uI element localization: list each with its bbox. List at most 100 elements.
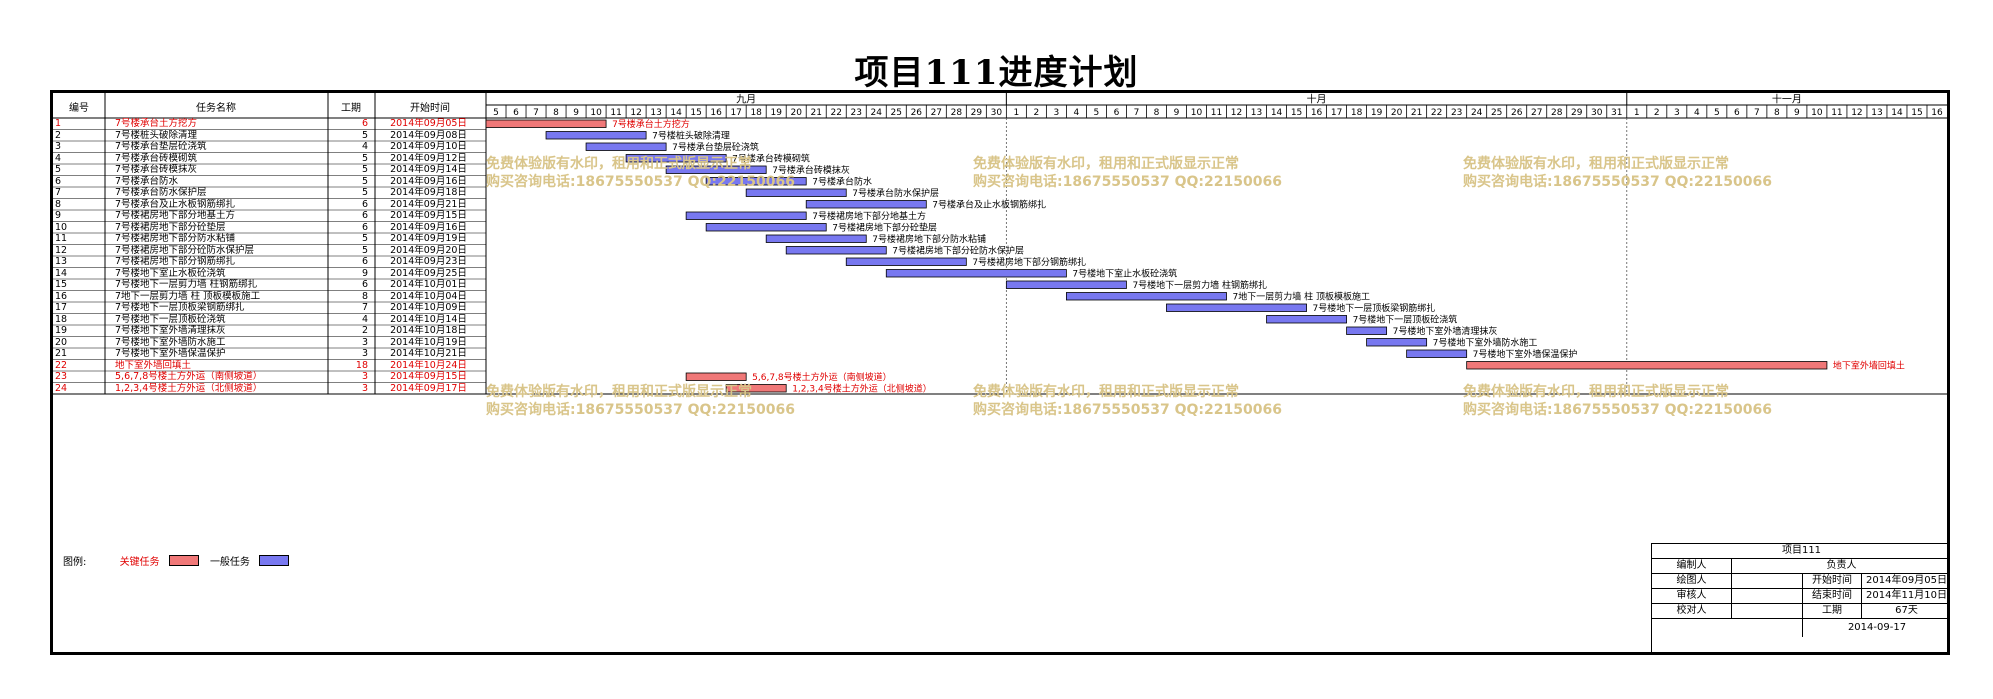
watermark-line1: 免费体验版有水印，租用和正式版显示正常 — [486, 156, 752, 172]
task-bar-label: 5,6,7,8号楼土方外运（南侧坡道） — [752, 371, 892, 383]
task-bar-label: 7号楼裙房地下部分防水粘铺 — [872, 233, 986, 245]
info-owner: 负责人 — [1826, 560, 1857, 571]
watermark-line2: 购买咨询电话:18675550537 QQ:22150066 — [1463, 174, 1772, 190]
day-label: 8 — [1154, 108, 1160, 118]
task-bar-label: 1,2,3,4号楼土方外运（北侧坡道） — [792, 383, 932, 395]
task-duration: 4 — [361, 141, 368, 152]
task-bar-label: 7号楼裙房地下部分钢筋绑扎 — [972, 256, 1086, 268]
day-label: 8 — [553, 108, 559, 118]
day-label: 15 — [1291, 108, 1302, 118]
task-bar — [1366, 338, 1428, 347]
day-label: 9 — [1174, 108, 1180, 118]
info-start-label: 开始时间 — [1802, 574, 1862, 589]
task-bar — [705, 177, 807, 186]
task-start: 2014年09月18日 — [390, 187, 467, 198]
day-label: 4 — [1694, 108, 1700, 118]
task-id: 12 — [55, 244, 68, 256]
day-label: 29 — [1571, 108, 1583, 118]
day-label: 27 — [931, 108, 942, 118]
legend-label: 图例: — [63, 557, 87, 568]
task-duration: 5 — [361, 233, 368, 244]
task-start: 2014年09月12日 — [390, 152, 467, 164]
task-id: 6 — [55, 175, 62, 187]
task-name: 7号楼地下一层顶板梁钢筋绑扎 — [115, 302, 245, 313]
day-label: 31 — [1611, 108, 1622, 118]
task-bar-label: 7号楼承台砖模砌筑 — [732, 153, 810, 165]
task-start: 2014年10月19日 — [390, 336, 467, 348]
day-label: 11 — [1211, 108, 1222, 118]
task-id: 17 — [55, 302, 68, 313]
legend-normal-label: 一般任务 — [209, 557, 250, 568]
info-date: 2014-09-17 — [1802, 619, 1947, 637]
task-duration: 5 — [361, 129, 368, 141]
task-bar-label: 7号楼地下一层顶板梁钢筋绑扎 — [1313, 302, 1436, 314]
task-id: 16 — [55, 290, 68, 302]
task-bar — [625, 154, 727, 163]
task-bar-label: 7号楼裙房地下部分砼防水保护层 — [892, 245, 1024, 257]
info-start-value: 2014年09月05日 — [1866, 575, 1947, 586]
task-start: 2014年09月15日 — [390, 210, 467, 221]
day-label: 9 — [573, 108, 579, 118]
task-bar — [705, 223, 827, 232]
task-bar — [1406, 349, 1468, 358]
watermark-text: 免费体验版有水印，租用和正式版显示正常购买咨询电话:18675550537 QQ… — [486, 383, 795, 419]
task-name: 7号楼地下室止水板砼浇筑 — [115, 267, 226, 279]
day-label: 15 — [690, 108, 701, 118]
info-editor: 编制人 — [1652, 559, 1732, 574]
task-duration: 5 — [361, 164, 368, 175]
task-duration: 3 — [361, 371, 368, 382]
task-id: 2 — [55, 129, 62, 141]
day-label: 12 — [1231, 108, 1242, 118]
task-name: 7号楼地下室外墙保温保护 — [115, 348, 226, 359]
task-id: 15 — [55, 279, 68, 290]
day-label: 23 — [1451, 108, 1462, 118]
task-id: 19 — [55, 325, 68, 336]
task-duration: 18 — [355, 359, 368, 371]
task-name: 7号楼承台砖模抹灰 — [115, 164, 198, 175]
day-label: 14 — [670, 108, 682, 118]
task-start: 2014年09月16日 — [390, 221, 467, 233]
task-start: 2014年09月08日 — [390, 129, 467, 141]
info-drawer: 绘图人 — [1652, 574, 1732, 589]
day-label: 28 — [1551, 108, 1563, 118]
day-label: 10 — [1811, 108, 1823, 118]
task-duration: 3 — [361, 336, 368, 348]
task-bar-label: 7号楼地下一层剪力墙 柱钢筋绑扎 — [1132, 279, 1267, 291]
watermark-text: 免费体验版有水印，租用和正式版显示正常购买咨询电话:18675550537 QQ… — [486, 155, 795, 191]
task-name: 7号楼承台土方挖方 — [115, 118, 198, 129]
day-label: 18 — [750, 108, 762, 118]
task-bar-label: 7号楼承台垫层砼浇筑 — [672, 141, 759, 153]
day-label: 6 — [1114, 108, 1120, 118]
day-label: 20 — [1391, 108, 1403, 118]
page-title: 项目111进度计划 — [854, 53, 1139, 93]
task-duration: 3 — [361, 348, 368, 359]
task-bar — [725, 384, 787, 393]
task-bar-label: 7号楼地下室外墙防水施工 — [1433, 337, 1538, 349]
task-bar — [585, 142, 667, 151]
task-name: 7号楼地下室外墙防水施工 — [115, 336, 226, 348]
day-label: 6 — [513, 108, 519, 118]
task-bar — [1266, 315, 1347, 324]
task-bar-label: 7地下一层剪力墙 柱 顶板模板施工 — [1233, 291, 1370, 303]
day-label: 15 — [1911, 108, 1922, 118]
info-project: 项目111 — [1781, 545, 1822, 556]
legend-critical-label: 关键任务 — [119, 557, 160, 568]
task-name: 7号楼承台及止水板钢筋绑扎 — [115, 198, 236, 210]
day-label: 30 — [1591, 108, 1603, 118]
day-label: 22 — [1431, 108, 1442, 118]
day-label: 11 — [610, 108, 621, 118]
day-label: 3 — [1054, 108, 1060, 118]
task-bar — [845, 257, 967, 266]
day-label: 30 — [991, 108, 1003, 118]
info-duration-label: 工期 — [1802, 604, 1862, 619]
task-id: 4 — [55, 152, 62, 164]
